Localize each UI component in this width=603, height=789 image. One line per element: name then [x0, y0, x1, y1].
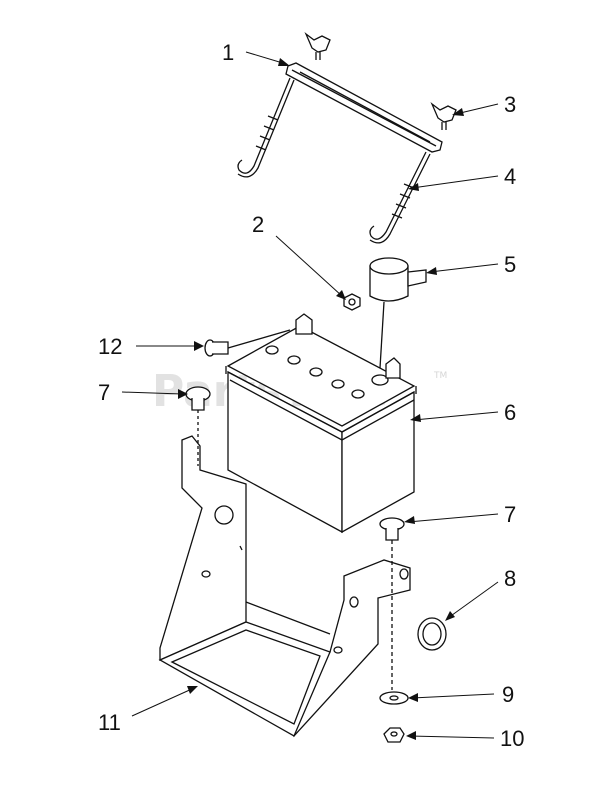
terminal-nut	[343, 293, 361, 311]
wing-nut-right	[430, 102, 457, 130]
grommet	[417, 617, 447, 651]
callout-11: 11	[98, 710, 121, 735]
carriage-bolt-upper	[185, 386, 211, 466]
callout-7-lower: 7	[504, 502, 516, 527]
callout-2: 2	[252, 212, 264, 237]
battery	[225, 313, 417, 534]
terminal-bolt	[204, 329, 291, 357]
terminal-cover	[369, 257, 427, 369]
callout-3: 3	[504, 92, 516, 117]
carriage-bolt-lower	[379, 517, 405, 690]
hex-nut	[383, 727, 405, 743]
callout-1: 1	[222, 40, 234, 65]
callout-4: 4	[504, 164, 516, 189]
callout-6: 6	[504, 400, 516, 425]
callout-9: 9	[502, 682, 514, 707]
callout-12: 12	[98, 334, 122, 359]
watermark-trademark: TM	[433, 371, 447, 381]
wing-nut-left	[304, 32, 331, 60]
callout-5: 5	[504, 252, 516, 277]
callout-10: 10	[500, 726, 524, 751]
washer	[379, 691, 409, 705]
j-bolt-right	[369, 151, 431, 244]
j-bolt-left	[237, 77, 295, 178]
leader-lines	[121, 51, 499, 740]
callout-labels: 1 2 3 4 5 6 7 7 8 9 10 11 12	[98, 40, 524, 751]
hold-down-bar	[285, 62, 443, 153]
callout-7-upper: 7	[98, 380, 110, 405]
battery-tray	[158, 435, 411, 738]
callout-8: 8	[504, 566, 516, 591]
